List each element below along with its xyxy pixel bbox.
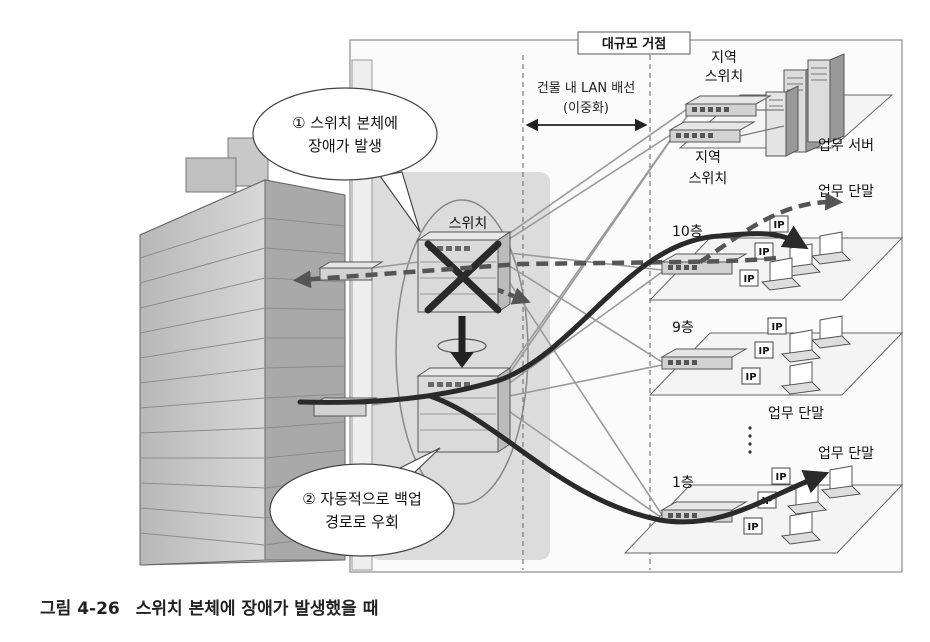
- ip-badge: IP: [771, 322, 782, 333]
- lan-sub-label: (이중화): [563, 101, 609, 116]
- ip-badge: IP: [758, 247, 769, 258]
- business-servers: [765, 53, 845, 157]
- regional-switch-2-line1: 지역: [695, 150, 721, 166]
- floor-1-terminals: [743, 465, 862, 545]
- floor-9-terminals: [741, 315, 852, 395]
- switch-label: 스위치: [449, 216, 488, 232]
- ip-badge: IP: [747, 522, 758, 533]
- figure-caption: 그림 4-26 스위치 본체에 장애가 발생했을 때: [40, 594, 394, 619]
- terminal-label-mid: 업무 단말: [768, 406, 824, 422]
- lan-label: 건물 내 LAN 배선: [537, 81, 635, 96]
- regional-switch-1-line1: 지역: [711, 50, 737, 66]
- callout-2-line2: 경로로 우회: [325, 513, 399, 531]
- terminal-label-top: 업무 단말: [818, 184, 874, 200]
- callout-2-bubble: [269, 463, 455, 557]
- ip-badge: IP: [775, 472, 786, 483]
- failover-arrow: [437, 316, 487, 368]
- regional-switch-1: [684, 95, 772, 117]
- floor-9-switch: [660, 348, 748, 370]
- callout-1-line1: ① 스위치 본체에: [292, 114, 398, 132]
- backup-route-path: [297, 225, 809, 405]
- figure-title: 스위치 본체에 장애가 발생했을 때: [135, 599, 379, 619]
- regional-switch-2: [668, 121, 756, 143]
- regional-switch-1-line2: 스위치: [705, 69, 744, 85]
- site-title: 대규모 거점: [602, 37, 666, 52]
- ip-badge: IP: [743, 274, 754, 285]
- site-title-box: [577, 31, 691, 55]
- regional-switch-2-line2: 스위치: [689, 171, 728, 187]
- ip-badge: IP: [773, 220, 784, 231]
- callout-1-bubble: [252, 87, 438, 181]
- floor-10-terminals: [739, 215, 852, 291]
- floor-10-label: 10층: [672, 224, 703, 240]
- failed-route-path: [292, 255, 777, 289]
- failed-route-branch: [497, 287, 531, 305]
- business-server-label: 업무 서버: [818, 138, 874, 154]
- terminal-label-bottom: 업무 단말: [818, 446, 874, 462]
- failure-x-icon: [424, 240, 502, 314]
- ip-badge: IP: [758, 346, 769, 357]
- ip-badge: IP: [745, 372, 756, 383]
- building-pillar: [351, 59, 373, 571]
- switch-redundancy-ellipse: [395, 199, 529, 505]
- callout-1-line2: 장애가 발생: [308, 137, 382, 155]
- floor-1-label: 1층: [672, 475, 694, 491]
- floor-ellipsis: [748, 426, 752, 454]
- switch-to-server-cable-2: [739, 125, 785, 137]
- figure-number: 그림 4-26: [40, 599, 120, 619]
- backup-route-path-floor1: [427, 393, 830, 525]
- floor-9-label: 9층: [672, 320, 694, 336]
- callout-2-line1: ② 자동적으로 백업: [302, 490, 422, 508]
